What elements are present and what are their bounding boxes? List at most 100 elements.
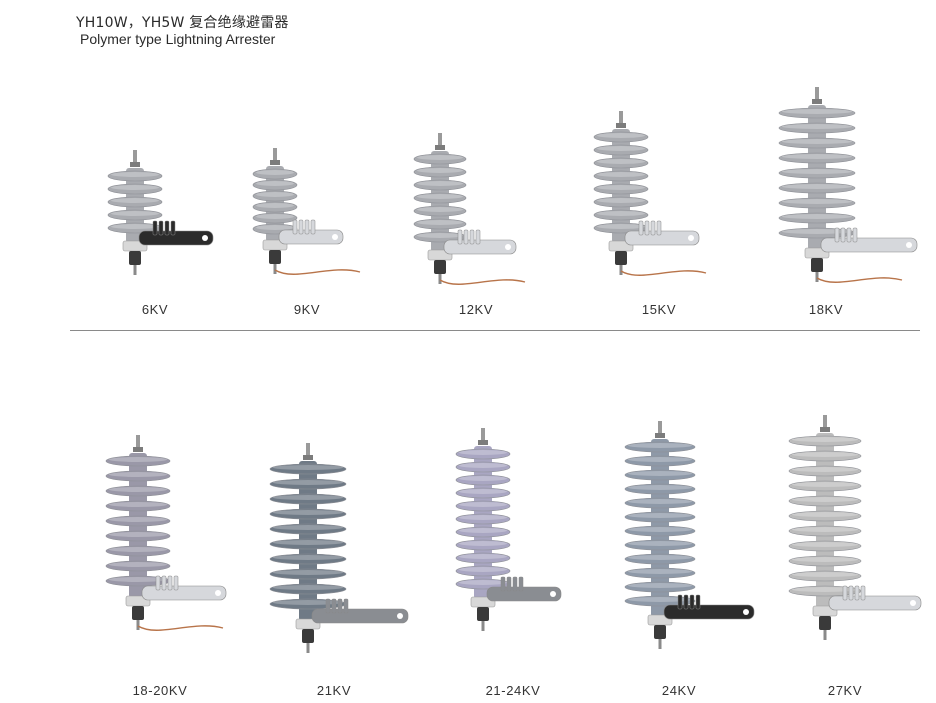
insulator-shed xyxy=(788,555,862,567)
product-label-18kv: 18KV xyxy=(808,302,844,317)
bracket-fin xyxy=(518,576,524,592)
shed-highlight xyxy=(597,133,645,138)
product-6kv xyxy=(100,145,214,275)
disconnector xyxy=(269,250,281,264)
shed-highlight xyxy=(417,181,463,186)
ground-stud xyxy=(481,621,485,631)
shed-highlight xyxy=(111,224,159,229)
insulator-shed xyxy=(413,218,467,230)
insulator-shed xyxy=(778,137,856,149)
insulator-shed xyxy=(624,497,696,509)
bracket-fin xyxy=(292,219,298,235)
shed-highlight xyxy=(417,155,463,160)
insulator-shed xyxy=(593,144,649,156)
insulator-shed xyxy=(269,508,347,520)
terminal-stud xyxy=(136,435,140,451)
insulator-shed xyxy=(252,190,298,202)
product-label-9kv: 9KV xyxy=(293,302,321,317)
insulator-shed xyxy=(105,515,171,527)
bracket-fin xyxy=(689,594,695,610)
shed-highlight xyxy=(628,597,692,602)
product-label-21-24kv: 21-24KV xyxy=(485,683,541,698)
insulator-shed xyxy=(624,511,696,523)
shed-highlight xyxy=(273,600,343,605)
shed-highlight xyxy=(273,570,343,575)
bracket-fin xyxy=(475,229,481,245)
shed-highlight xyxy=(111,172,159,177)
terminal-nut xyxy=(655,433,665,438)
shed-highlight xyxy=(111,198,159,203)
shed-highlight xyxy=(792,572,858,577)
product-15kv xyxy=(585,108,730,283)
bracket-fin xyxy=(695,594,701,610)
shed-highlight xyxy=(782,139,852,144)
bracket-fin xyxy=(173,575,179,591)
insulator-shed xyxy=(778,197,856,209)
insulator-shed xyxy=(788,510,862,522)
shed-highlight xyxy=(792,512,858,517)
insulator-shed xyxy=(455,474,511,486)
disconnector xyxy=(615,251,627,265)
insulator-shed xyxy=(413,153,467,165)
bracket-fin xyxy=(463,229,469,245)
bracket-fin xyxy=(500,576,506,592)
bracket-fin xyxy=(304,219,310,235)
insulator-shed xyxy=(105,545,171,557)
shed-highlight xyxy=(459,541,507,546)
terminal-nut xyxy=(270,160,280,165)
shed-highlight xyxy=(597,159,645,164)
terminal-stud xyxy=(619,111,623,127)
insulator-shed xyxy=(105,455,171,467)
bracket-fin xyxy=(170,220,176,236)
mounting-bracket xyxy=(663,604,755,620)
ground-stud xyxy=(658,639,662,649)
ground-stud xyxy=(133,265,137,275)
shed-highlight xyxy=(109,517,167,522)
shed-highlight xyxy=(782,109,852,114)
mounting-bracket xyxy=(141,585,227,601)
insulator-shed xyxy=(624,595,696,607)
bracket-fin xyxy=(656,220,662,236)
insulator-shed xyxy=(107,183,163,195)
ground-wire xyxy=(439,279,526,285)
product-24kv xyxy=(615,418,755,649)
shed-highlight xyxy=(782,229,852,234)
shed-highlight xyxy=(256,203,294,208)
arrester-image-18-20kv xyxy=(105,435,227,631)
insulator-shed xyxy=(788,525,862,537)
arrester-image-18kv xyxy=(778,87,918,283)
insulator-shed xyxy=(778,212,856,224)
shed-highlight xyxy=(459,502,507,507)
ground-stud xyxy=(136,620,140,630)
bracket-hole xyxy=(906,242,912,248)
shed-highlight xyxy=(273,495,343,500)
insulator-shed xyxy=(455,513,511,525)
bracket-fin xyxy=(343,598,349,614)
disconnector xyxy=(129,251,141,265)
insulator-shed xyxy=(455,565,511,577)
terminal-stud xyxy=(306,443,310,459)
shed-highlight xyxy=(109,547,167,552)
disconnector xyxy=(811,258,823,272)
insulator-shed xyxy=(788,480,862,492)
insulator-shed xyxy=(455,539,511,551)
shed-highlight xyxy=(597,224,645,229)
bracket-fin xyxy=(469,229,475,245)
insulator-shed xyxy=(105,470,171,482)
product-label-27kv: 27KV xyxy=(827,683,863,698)
product-label-15kv: 15KV xyxy=(641,302,677,317)
shed-highlight xyxy=(459,580,507,585)
shed-highlight xyxy=(111,211,159,216)
insulator-shed xyxy=(624,581,696,593)
shed-highlight xyxy=(273,525,343,530)
product-18kv xyxy=(775,84,918,284)
shed-highlight xyxy=(628,471,692,476)
terminal-nut xyxy=(478,440,488,445)
bracket-fin xyxy=(860,585,866,601)
shed-highlight xyxy=(459,528,507,533)
shed-highlight xyxy=(782,169,852,174)
insulator-shed xyxy=(269,478,347,490)
insulator-shed xyxy=(788,540,862,552)
product-label-6kv: 6KV xyxy=(141,302,169,317)
insulator-shed xyxy=(593,131,649,143)
